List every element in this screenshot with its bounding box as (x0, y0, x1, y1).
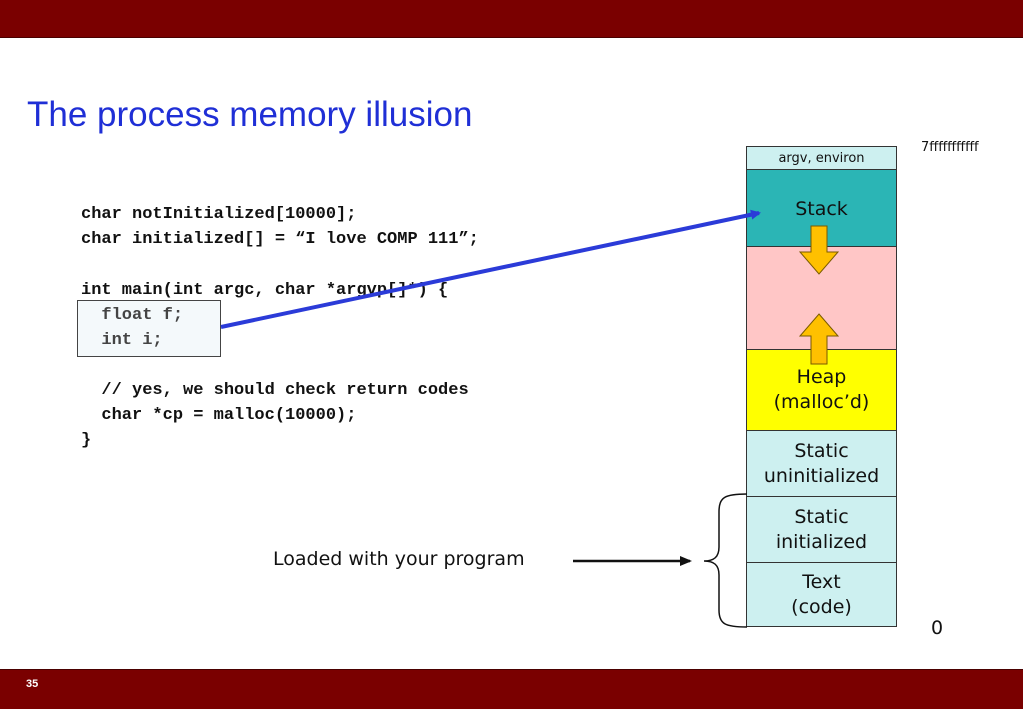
local-variables-highlight-box (77, 300, 221, 357)
code-line-1: char notInitialized[10000]; (81, 205, 357, 224)
static-uninitialized-segment: Static uninitialized (746, 430, 897, 497)
code-line-int: int i; (81, 331, 163, 350)
code-line-malloc: char *cp = malloc(10000); (81, 406, 357, 425)
stack-label: Stack (795, 198, 848, 220)
text-label-2: (code) (791, 595, 852, 618)
curly-brace-icon (703, 493, 748, 628)
static-uninitialized-label-1: Static (794, 439, 849, 462)
slide-title: The process memory illusion (27, 95, 473, 134)
heap-segment: Heap (malloc’d) (746, 349, 897, 431)
static-initialized-label-2: initialized (775, 530, 868, 553)
stack-segment: Stack (746, 169, 897, 247)
top-address-label: 7fffffffffff (921, 140, 979, 155)
code-line-float: float f; (81, 306, 184, 325)
static-uninitialized-label-2: uninitialized (763, 464, 880, 487)
free-space-segment (746, 246, 897, 350)
bottom-bar: 35 (0, 669, 1023, 709)
heap-sublabel: (malloc’d) (773, 391, 870, 413)
top-bar (0, 0, 1023, 38)
code-line-close-brace: } (81, 431, 92, 450)
code-line-2: char initialized[] = “I love COMP 111”; (81, 230, 479, 249)
loaded-with-program-label: Loaded with your program (273, 548, 525, 570)
code-line-main: int main(int argc, char *argvp[]*) { (81, 281, 449, 300)
static-initialized-label-1: Static (794, 505, 849, 528)
static-initialized-segment: Static initialized (746, 496, 897, 563)
argv-environ-segment: argv, environ (746, 146, 897, 170)
bottom-address-label: 0 (931, 617, 944, 639)
code-line-comment: // yes, we should check return codes (81, 381, 469, 400)
text-segment: Text (code) (746, 562, 897, 627)
heap-label: Heap (796, 366, 847, 388)
argv-environ-label: argv, environ (778, 150, 865, 166)
text-label-1: Text (802, 570, 841, 593)
slide-number: 35 (26, 678, 39, 690)
